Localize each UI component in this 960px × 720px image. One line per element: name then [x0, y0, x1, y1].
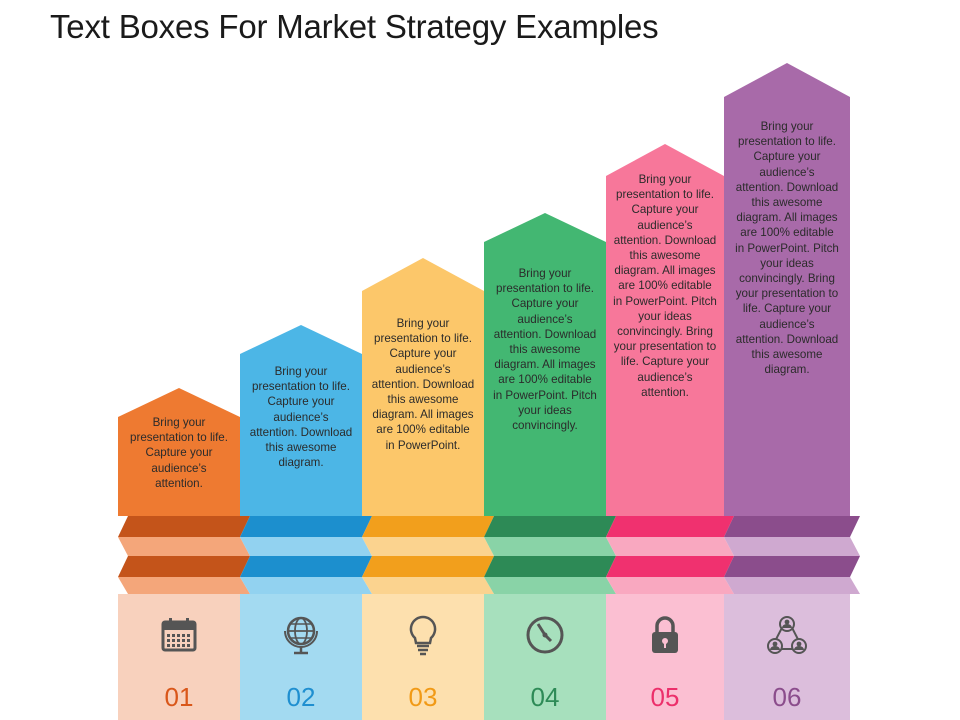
team-icon	[767, 615, 807, 654]
strategy-column-03	[362, 258, 494, 720]
ribbon-band-top	[724, 516, 860, 537]
column-text-04: Bring your presentation to life. Capture…	[493, 267, 597, 433]
ribbon-band-fold	[484, 537, 616, 556]
ribbon-band-middle	[724, 556, 860, 577]
step-number-02: 02	[286, 682, 316, 712]
base-panel	[240, 594, 362, 720]
strategy-column-05	[606, 144, 734, 720]
ribbon-band-top	[606, 516, 734, 537]
step-number-03: 03	[408, 682, 438, 712]
arrow-box	[724, 63, 850, 516]
base-panel	[606, 594, 724, 720]
arrow-box	[606, 144, 724, 516]
strategy-column-04	[484, 213, 616, 720]
ribbon-band-bottom	[240, 577, 372, 594]
column-text-02: Bring your presentation to life. Capture…	[249, 365, 353, 470]
ribbon-band-top	[362, 516, 494, 537]
ribbon-band-middle	[118, 556, 250, 577]
ribbon-band-bottom	[724, 577, 860, 594]
ribbon-band-middle	[240, 556, 372, 577]
step-number-04: 04	[530, 682, 560, 712]
ribbon-band-fold	[606, 537, 734, 556]
column-text-05: Bring your presentation to life. Capture…	[613, 173, 717, 399]
ribbon-band-bottom	[484, 577, 616, 594]
ribbon-band-fold	[240, 537, 372, 556]
step-number-01: 01	[164, 682, 194, 712]
lock-icon	[652, 616, 678, 653]
ribbon-band-top	[118, 516, 250, 537]
ribbon-band-fold	[118, 537, 250, 556]
globe-icon	[284, 616, 318, 655]
ribbon-band-middle	[606, 556, 734, 577]
ribbon-band-fold	[362, 537, 494, 556]
calendar-icon	[161, 618, 197, 652]
ribbon-band-bottom	[606, 577, 734, 594]
ribbon-band-fold	[724, 537, 860, 556]
ribbon-band-top	[240, 516, 372, 537]
ribbon-band-bottom	[118, 577, 250, 594]
column-text-01: Bring your presentation to life. Capture…	[130, 416, 228, 490]
base-panel	[362, 594, 484, 720]
column-text-06: Bring your presentation to life. Capture…	[735, 120, 839, 377]
lightbulb-icon	[409, 615, 437, 656]
base-panel	[484, 594, 606, 720]
ribbon-band-middle	[362, 556, 494, 577]
base-panel	[118, 594, 240, 720]
arrow-box	[484, 213, 606, 516]
strategy-column-06	[724, 63, 860, 720]
column-text-03: Bring your presentation to life. Capture…	[371, 317, 475, 452]
ribbon-band-middle	[484, 556, 616, 577]
ribbon-band-top	[484, 516, 616, 537]
step-number-06: 06	[772, 682, 802, 712]
clock-icon	[526, 616, 564, 654]
strategy-column-01	[118, 388, 250, 720]
arrow-box	[118, 388, 240, 516]
strategy-column-02	[240, 325, 372, 720]
step-number-05: 05	[650, 682, 680, 712]
arrow-box	[362, 258, 484, 516]
arrow-box	[240, 325, 362, 516]
ribbon-band-bottom	[362, 577, 494, 594]
base-panel	[724, 594, 850, 720]
page-title: Text Boxes For Market Strategy Examples	[50, 8, 659, 45]
